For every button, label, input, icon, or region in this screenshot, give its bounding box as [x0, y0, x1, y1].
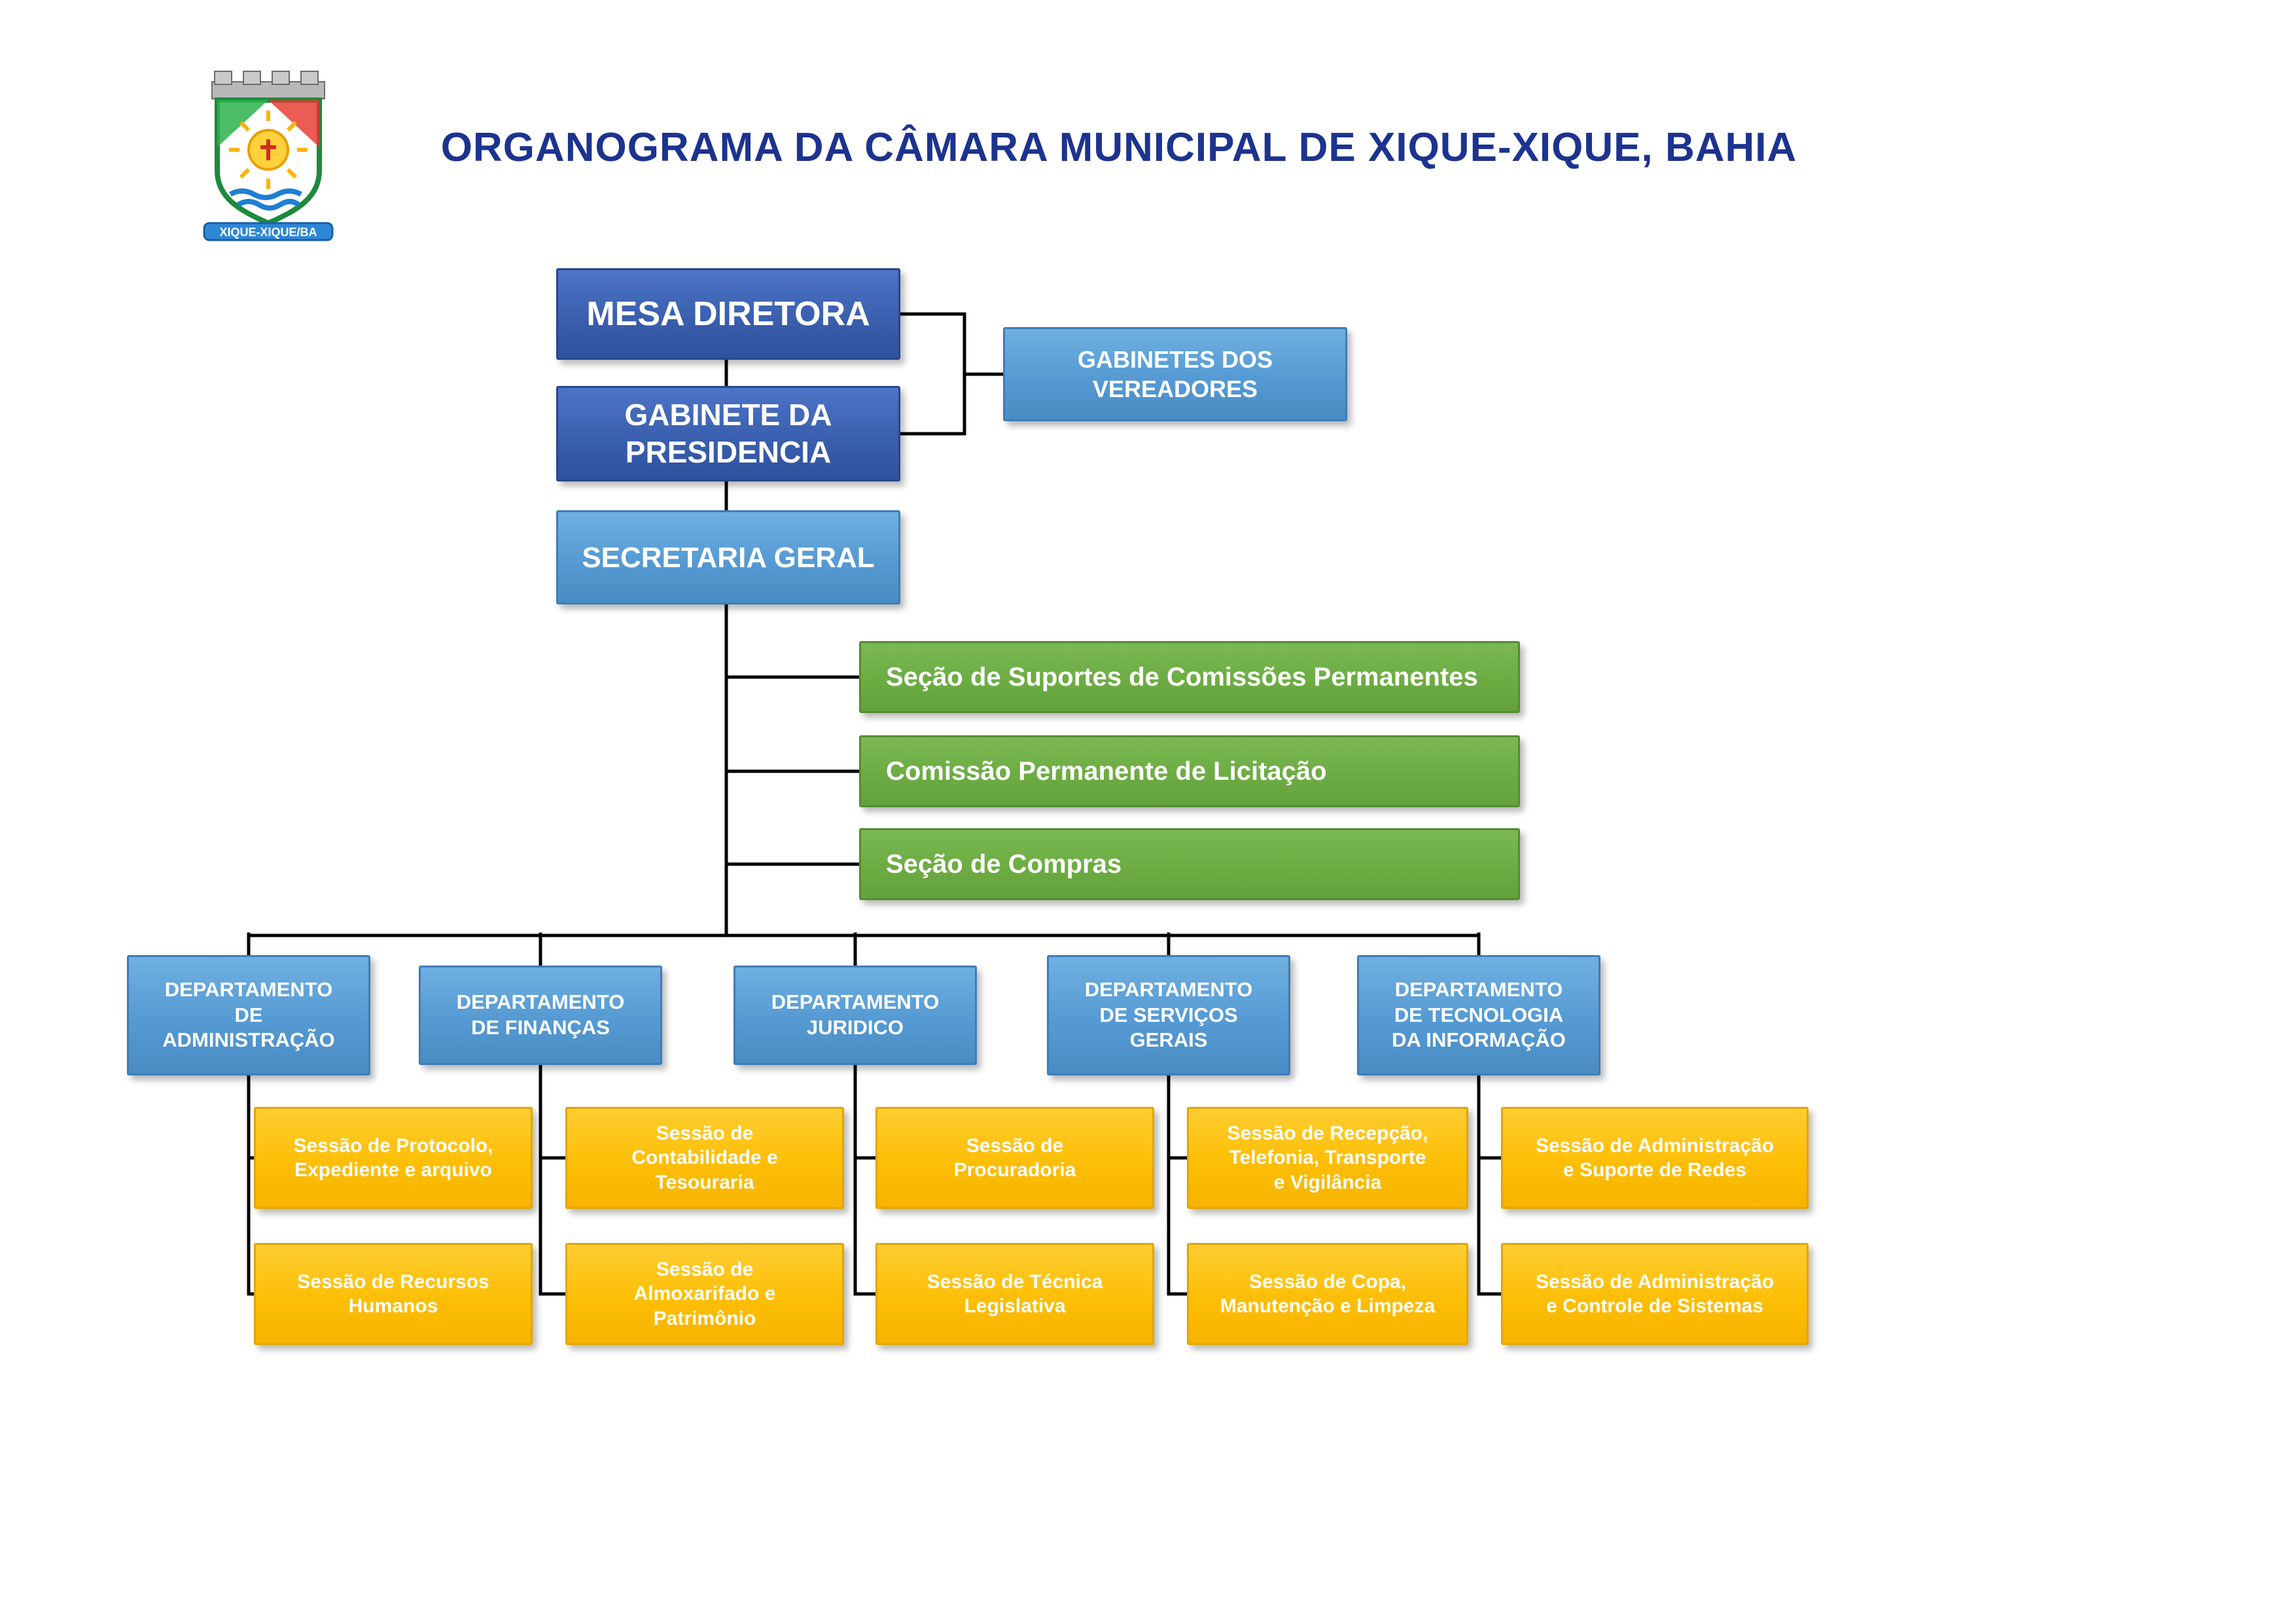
subsection-box-contabilidade: Sessão de Contabilidade e Tesouraria [565, 1107, 844, 1209]
subsection-box-procuradoria: Sessão de Procuradoria [875, 1107, 1154, 1209]
crest-shield-icon [215, 97, 322, 226]
gabinetes-vereadores-box: GABINETES DOS VEREADORES [1003, 327, 1347, 421]
dept-box-servicos-gerais: DEPARTAMENTO DE SERVIÇOS GERAIS [1047, 955, 1290, 1075]
subsection-box-copa: Sessão de Copa, Manutenção e Limpeza [1187, 1243, 1468, 1345]
crest-banner-text: XIQUE-XIQUE/BA [219, 226, 317, 239]
subsection-box-recursos-humanos: Sessão de Recursos Humanos [254, 1243, 533, 1345]
subsection-box-recepcao: Sessão de Recepção, Telefonia, Transport… [1187, 1107, 1468, 1209]
crest-banner: XIQUE-XIQUE/BA [203, 222, 334, 241]
subsection-box-controle-sistemas: Sessão de Administração e Controle de Si… [1501, 1243, 1809, 1345]
subsection-box-tecnica-legislativa: Sessão de Técnica Legislativa [875, 1243, 1154, 1345]
subsection-box-almoxarifado: Sessão de Almoxarifado e Patrimônio [565, 1243, 844, 1345]
secretaria-geral-box: SECRETARIA GERAL [556, 510, 900, 604]
section-box-licitacao: Comissão Permanente de Licitação [859, 735, 1520, 807]
page-title: ORGANOGRAMA DA CÂMARA MUNICIPAL DE XIQUE… [440, 125, 1797, 170]
dept-box-juridico: DEPARTAMENTO JURIDICO [733, 966, 977, 1065]
dept-box-financas: DEPARTAMENTO DE FINANÇAS [419, 966, 662, 1065]
dept-box-administracao: DEPARTAMENTO DE ADMINISTRAÇÃO [127, 955, 370, 1075]
section-box-suportes-comissoes: Seção de Suportes de Comissões Permanent… [859, 641, 1520, 713]
section-box-compras: Seção de Compras [859, 828, 1520, 900]
crest-castle-icon [211, 71, 325, 99]
dept-box-tecnologia: DEPARTAMENTO DE TECNOLOGIA DA INFORMAÇÃO [1357, 955, 1600, 1075]
subsection-box-protocolo: Sessão de Protocolo, Expediente e arquiv… [254, 1107, 533, 1209]
mesa-diretora-box: MESA DIRETORA [556, 268, 900, 360]
subsection-box-suporte-redes: Sessão de Administração e Suporte de Red… [1501, 1107, 1809, 1209]
gabinete-presidencia-box: GABINETE DA PRESIDENCIA [556, 386, 900, 481]
city-crest-logo: XIQUE-XIQUE/BA [203, 71, 334, 241]
